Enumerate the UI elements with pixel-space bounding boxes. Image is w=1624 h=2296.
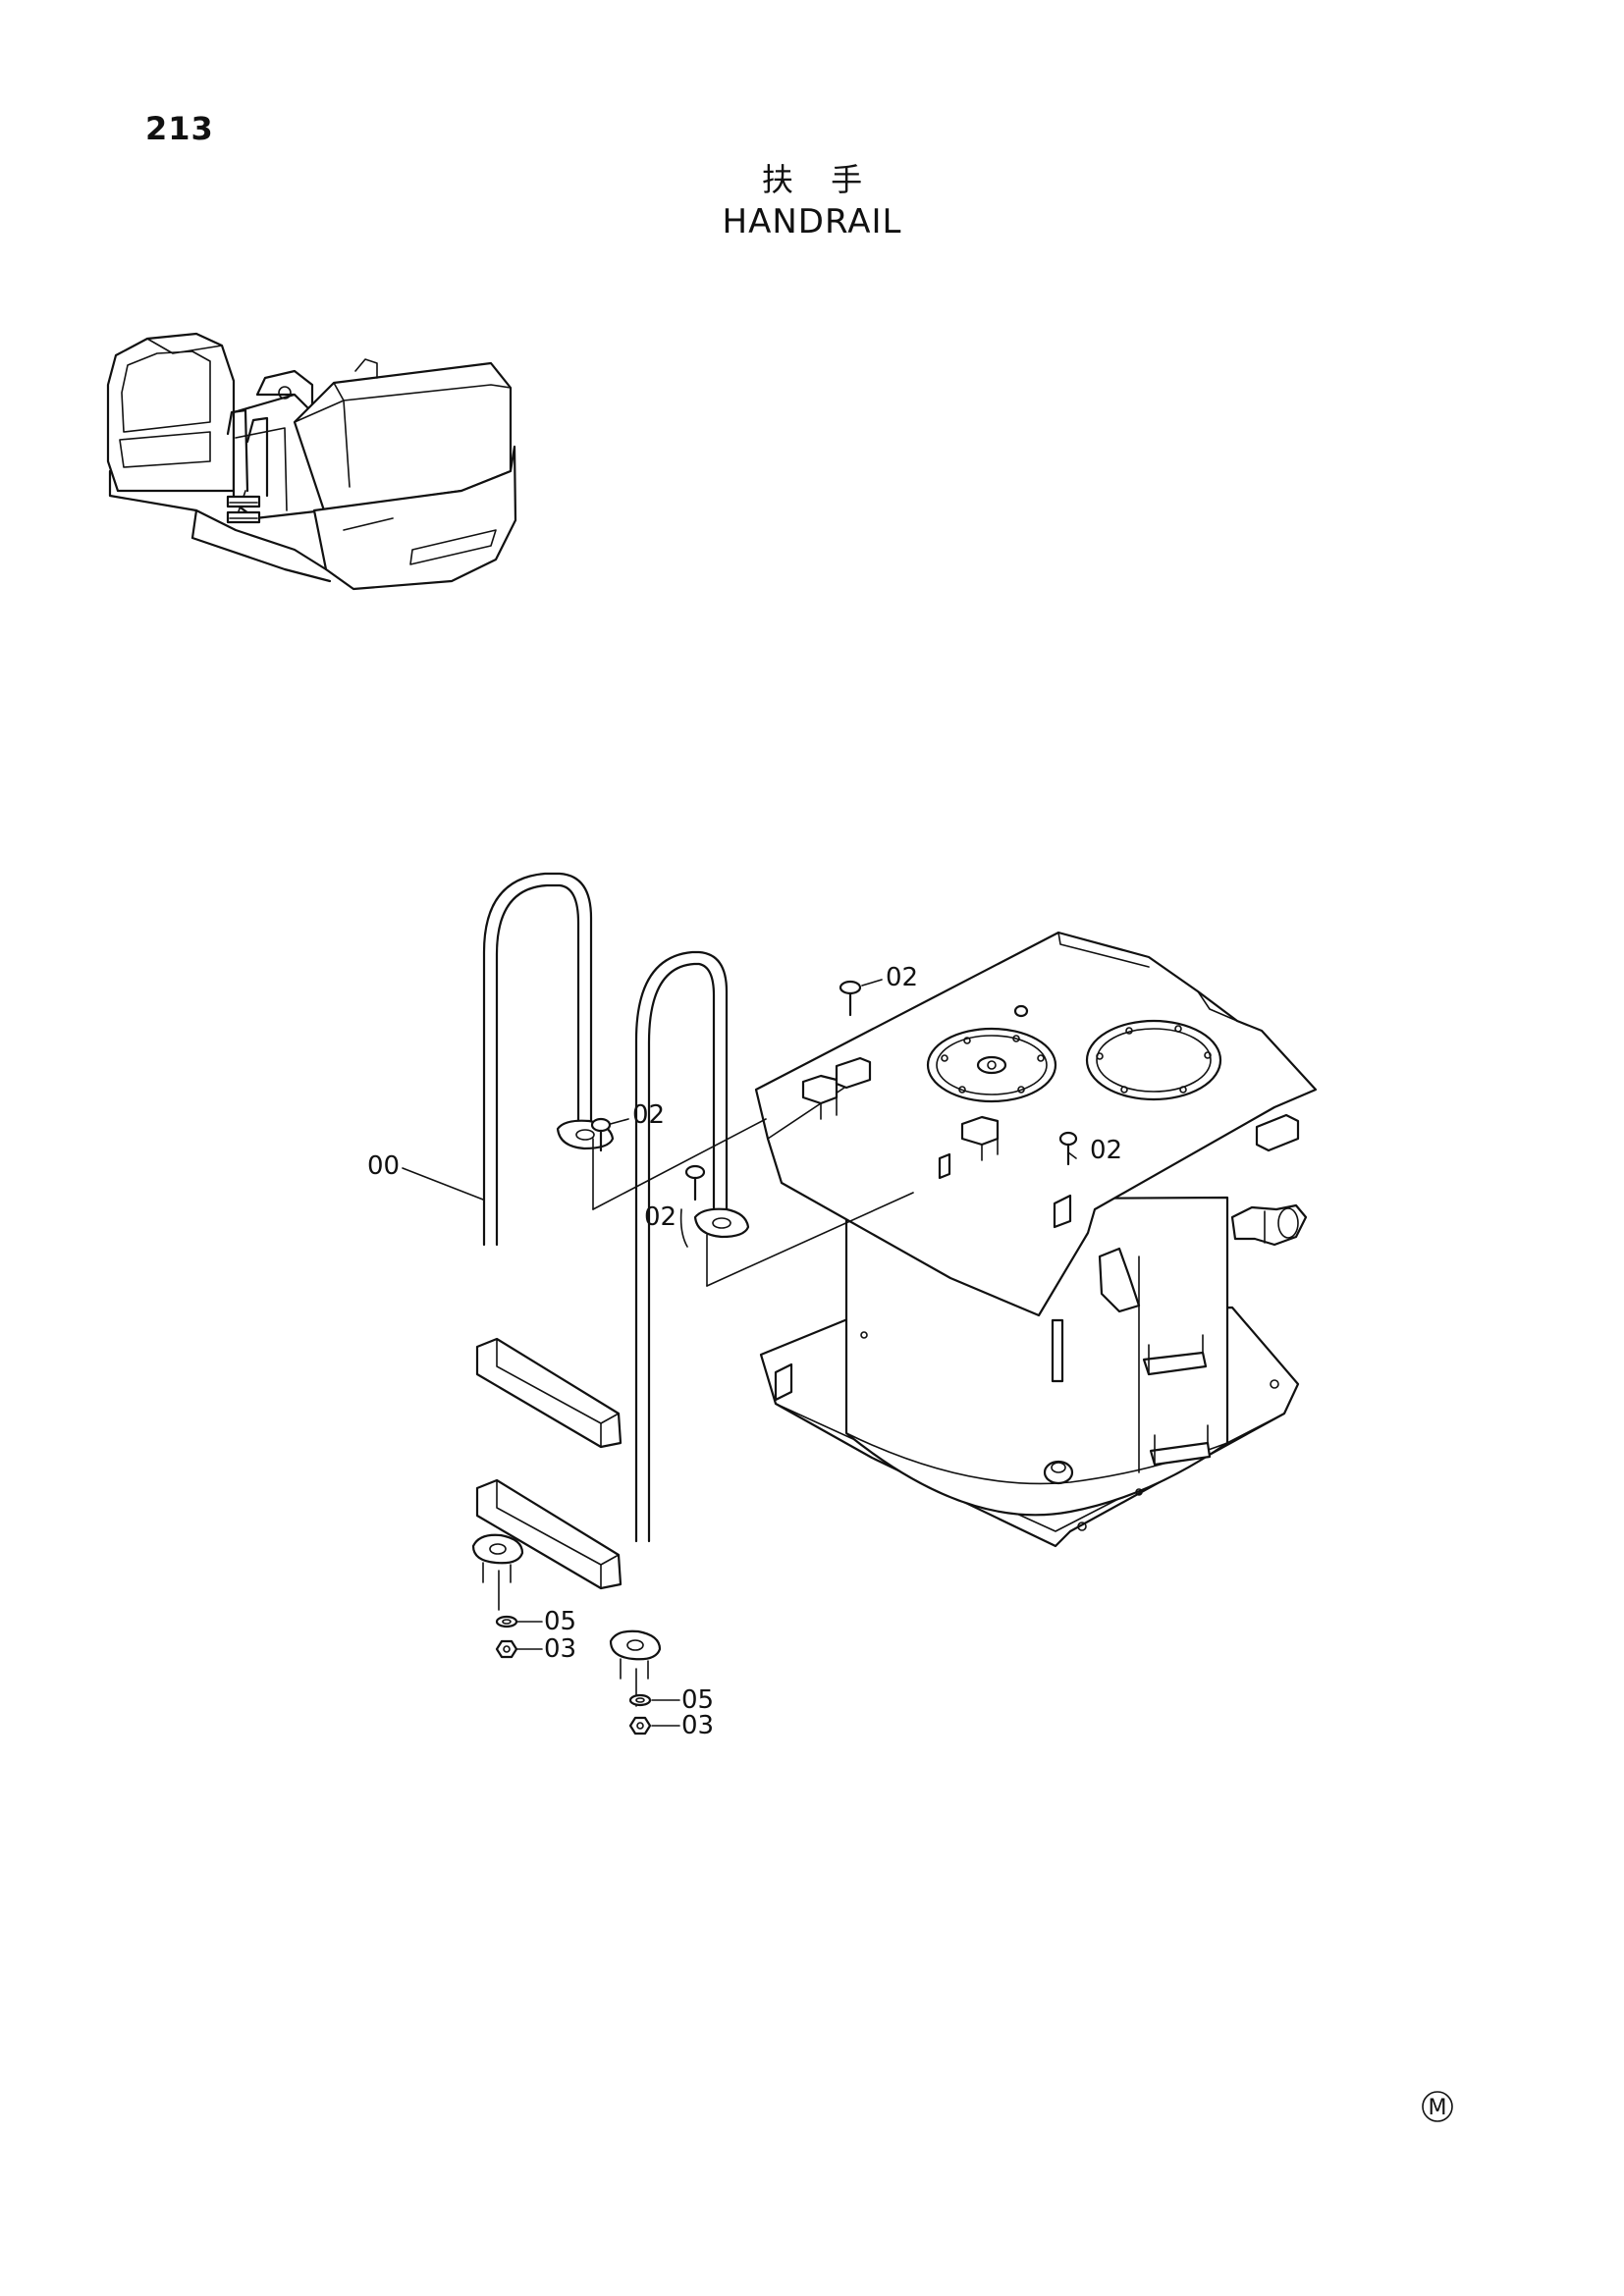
washer-icon: [495, 1615, 518, 1629]
bolt-icon: [839, 980, 862, 1017]
circled-m-mark: M: [1422, 2091, 1453, 2122]
svg-text:M: M: [1429, 2096, 1447, 2120]
nut-icon: [628, 1716, 652, 1735]
leader-lines: [402, 979, 1077, 1727]
callout-nut-left: 03: [544, 1634, 576, 1664]
callout-bolt-right: 02: [1090, 1136, 1122, 1165]
nut-icon: [495, 1639, 518, 1659]
bolt-icon: [684, 1164, 706, 1201]
washer-icon: [628, 1693, 652, 1707]
handrail-assembly: [471, 872, 750, 1707]
callout-bolt-left-upper: 02: [632, 1100, 665, 1130]
title-chinese: 扶 手: [761, 161, 877, 198]
page-number: 213: [145, 110, 214, 147]
bolt-icon: [1058, 1131, 1078, 1166]
callout-washer-right: 05: [681, 1685, 714, 1715]
callout-handrail: 00: [367, 1151, 400, 1181]
callout-washer-left: 05: [544, 1607, 576, 1636]
fasteners: [495, 980, 1078, 1735]
callout-bolt-left-lower: 02: [644, 1202, 677, 1232]
title-english: HANDRAIL: [722, 202, 902, 241]
excavator-locator-illustration: [106, 332, 517, 591]
hydraulic-tank-illustration: [754, 931, 1318, 1548]
callout-bolt-top: 02: [886, 963, 918, 992]
callout-nut-right: 03: [681, 1711, 714, 1740]
bolt-icon: [590, 1117, 612, 1152]
